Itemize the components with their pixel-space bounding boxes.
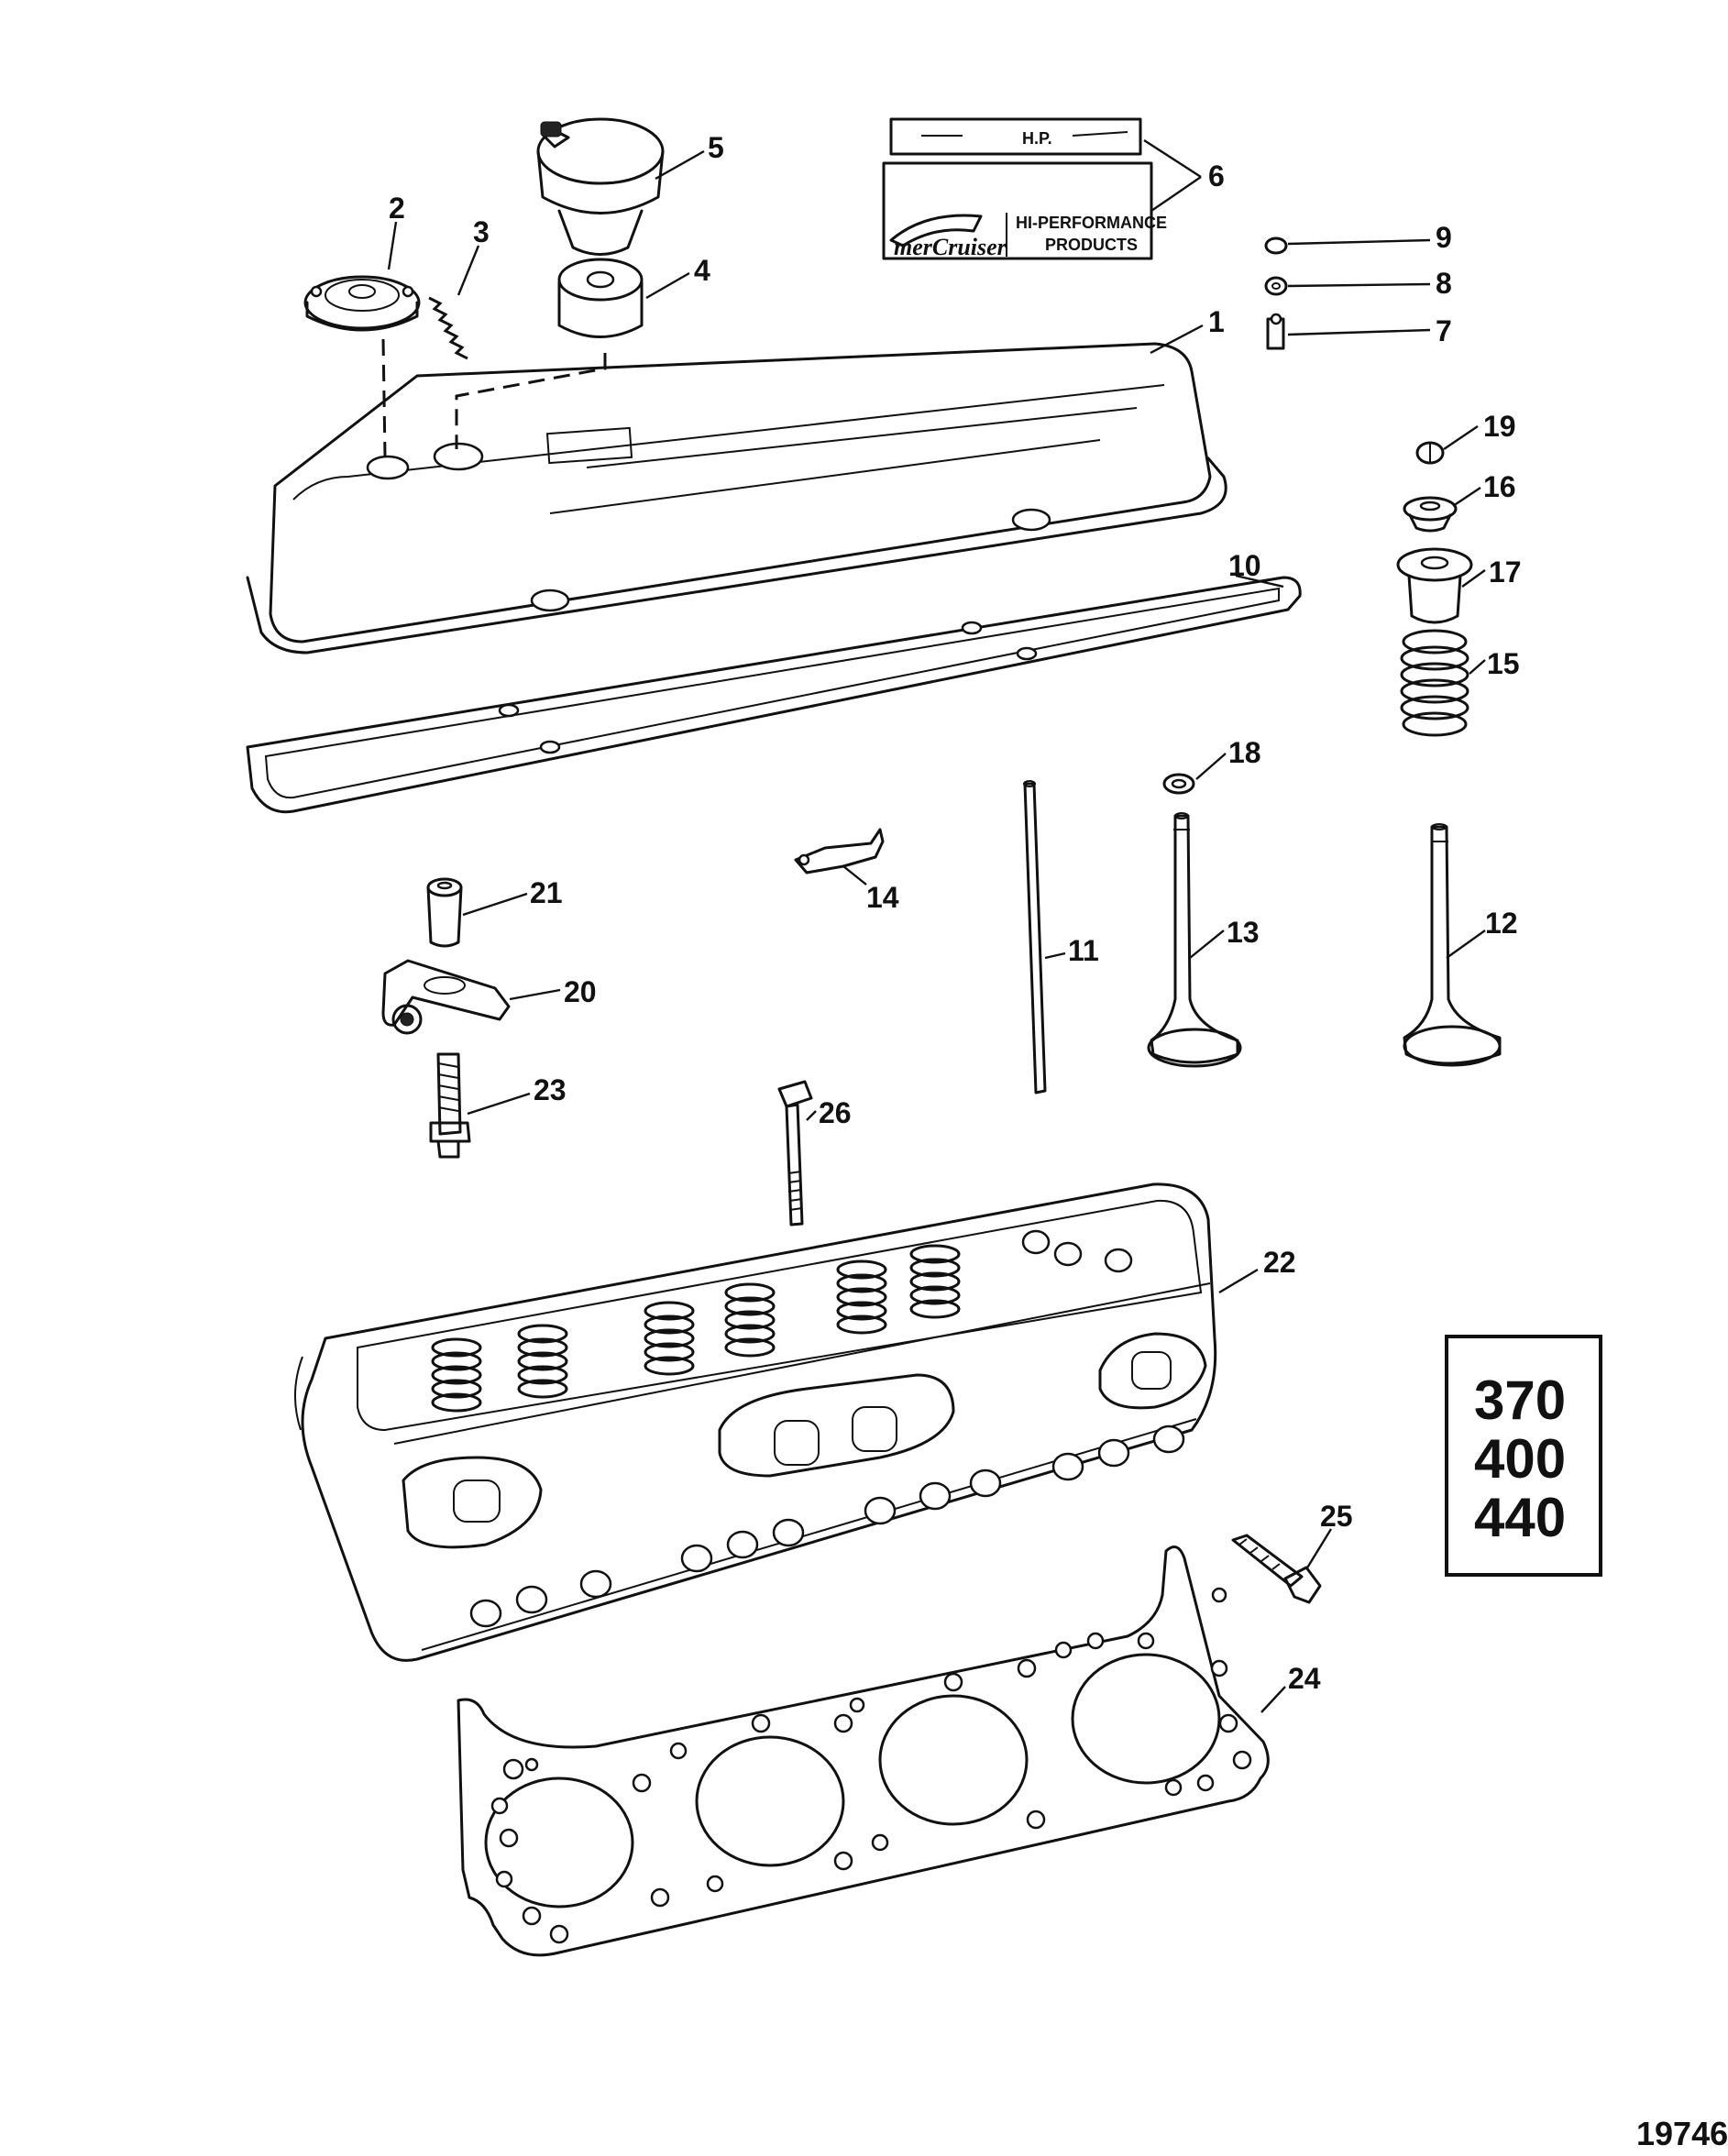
spring-clip — [428, 296, 468, 360]
model-370: 370 — [1474, 1370, 1566, 1431]
cylinder-head — [294, 1182, 1217, 1662]
head-bolt-short — [1231, 1534, 1322, 1604]
callout-labels: 1 2 3 4 5 6 7 8 9 10 11 12 13 14 15 16 1… — [389, 131, 1522, 1695]
guide-plate — [794, 828, 885, 874]
callout-5: 5 — [708, 131, 724, 164]
decal-line-1: HI-PERFORMANCE — [1016, 214, 1167, 232]
callout-13: 13 — [1227, 916, 1260, 949]
push-rod-guide — [1266, 313, 1285, 350]
rocker-arm — [381, 959, 511, 1035]
decal-line-2: PRODUCTS — [1045, 236, 1138, 254]
lock-nut — [1264, 276, 1288, 296]
reference-number: 19746 — [1636, 2115, 1728, 2152]
callout-3: 3 — [473, 215, 490, 248]
intake-valve — [1147, 812, 1242, 1068]
callout-24: 24 — [1288, 1662, 1321, 1695]
model-badge: 370 400 440 — [1445, 1335, 1602, 1577]
callout-2: 2 — [389, 192, 405, 225]
cap-alignment-line — [381, 338, 387, 457]
callout-22: 22 — [1263, 1246, 1296, 1279]
head-bolt-long — [777, 1080, 813, 1226]
callout-23: 23 — [534, 1073, 567, 1106]
oil-seal-ring — [1162, 773, 1195, 795]
callout-19: 19 — [1483, 410, 1516, 443]
push-rod — [1023, 780, 1047, 1094]
valve-lock — [1415, 441, 1445, 465]
callout-12: 12 — [1485, 907, 1518, 940]
callout-9: 9 — [1436, 221, 1452, 254]
callout-18: 18 — [1228, 736, 1261, 769]
stud-nut — [1264, 236, 1288, 255]
callout-26: 26 — [819, 1096, 852, 1129]
callout-21: 21 — [530, 876, 563, 909]
decal-brand: merCruiser — [894, 234, 1007, 260]
rocker-stud — [429, 1052, 471, 1159]
oil-shield — [1403, 496, 1458, 533]
head-gasket — [457, 1546, 1270, 1957]
grommet-alignment-line — [455, 353, 607, 449]
decal-set: H.P. merCruiser HI-PERFORMANCE PRODUCTS — [882, 117, 1167, 260]
callout-4: 4 — [694, 254, 710, 287]
hp-decal — [889, 117, 1142, 156]
valve-cover-gasket — [246, 576, 1302, 814]
valve-spring — [1400, 629, 1469, 737]
valve-cover — [246, 342, 1227, 654]
rocker-nut — [426, 877, 463, 948]
head-bosses — [469, 1229, 1185, 1628]
grommet — [557, 258, 644, 338]
head-valve-springs — [431, 1244, 961, 1413]
callout-7: 7 — [1436, 314, 1452, 347]
callout-10: 10 — [1228, 549, 1261, 582]
callout-6: 6 — [1208, 160, 1225, 192]
callout-17: 17 — [1489, 556, 1522, 588]
callout-1: 1 — [1208, 305, 1225, 338]
callout-20: 20 — [564, 975, 597, 1008]
gasket-bolt-holes — [490, 1587, 1252, 1944]
exhaust-valve — [1403, 823, 1502, 1067]
model-400: 400 — [1474, 1428, 1566, 1490]
model-440: 440 — [1474, 1487, 1566, 1548]
callout-15: 15 — [1487, 647, 1520, 680]
callout-16: 16 — [1483, 470, 1516, 503]
breather-assembly — [536, 117, 665, 256]
oil-filler-cap — [303, 275, 421, 332]
callout-25: 25 — [1320, 1500, 1353, 1533]
callout-8: 8 — [1436, 267, 1452, 300]
leader-lines — [387, 138, 1486, 1713]
callout-11: 11 — [1068, 934, 1099, 967]
callout-14: 14 — [866, 881, 899, 914]
valve-rotator — [1396, 547, 1473, 624]
hp-decal-label: H.P. — [1022, 129, 1052, 148]
